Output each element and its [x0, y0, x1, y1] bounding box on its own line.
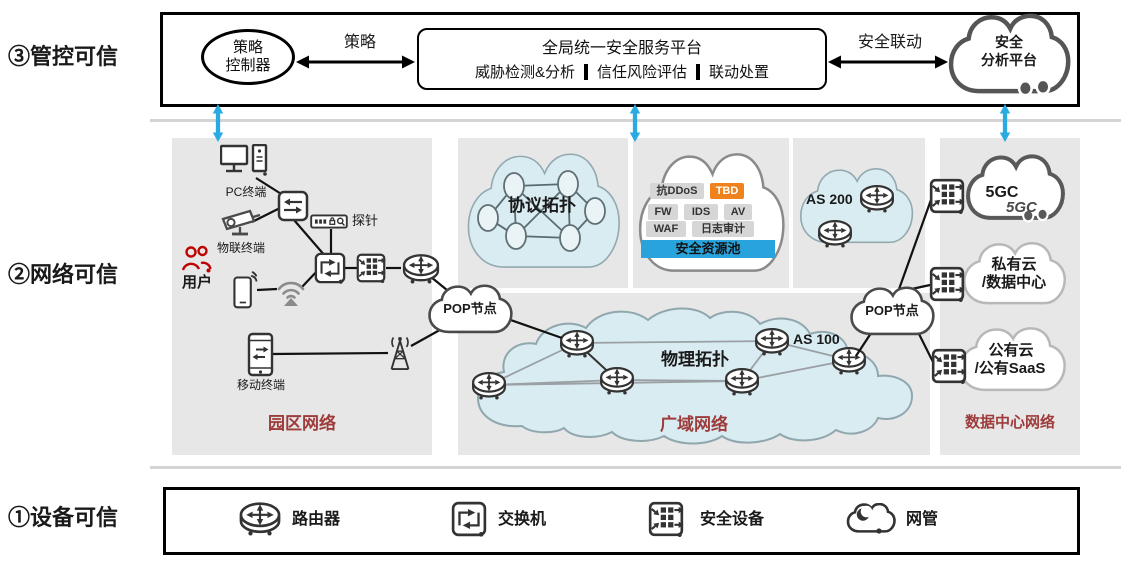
campus-title: 园区网络	[268, 414, 336, 433]
public-cloud-line1: 公有云	[988, 342, 1034, 359]
5gc-label: 5GC	[985, 184, 1019, 201]
policy-arrow-label: 策略	[343, 34, 376, 51]
pc-icon	[220, 144, 268, 178]
tag-av: AV	[724, 204, 752, 220]
blue-link-arrow-left	[210, 104, 226, 142]
legend-switch-label: 交换机	[498, 511, 547, 528]
iot-camera-icon	[221, 209, 262, 236]
mobile-phone-icon	[247, 332, 274, 377]
device-legend-frame	[163, 487, 1080, 555]
users-label: 用户	[181, 274, 212, 291]
iot-label: 物联终端	[216, 241, 265, 255]
wan-title: 广域网络	[660, 415, 728, 434]
pop-right-label: POP节点	[865, 303, 919, 318]
protocol-topology-cloud	[460, 146, 626, 286]
private-cloud-line2: /数据中心	[981, 274, 1047, 291]
legend-router-label: 路由器	[292, 511, 341, 528]
physical-topology-label: 物理拓扑	[661, 350, 729, 369]
tag-waf: WAF	[646, 221, 686, 237]
blue-link-arrow-right	[997, 104, 1013, 142]
platform-fn-response: 联动处置	[709, 64, 770, 81]
campus-switch-icon	[314, 252, 346, 284]
dc-security-device-icon-5gc	[929, 178, 966, 214]
policy-controller: 策略 控制器	[201, 29, 295, 85]
security-service-platform: 全局统一安全服务平台 威胁检测&分析 信任风险评估 联动处置	[417, 28, 827, 90]
legend-nms-icon	[845, 502, 897, 536]
security-pool-bar: 安全资源池	[641, 240, 775, 258]
layer1-label: ①设备可信	[8, 505, 119, 530]
access-switch-icon	[277, 190, 309, 222]
tag-fw: FW	[648, 204, 678, 220]
campus-router-icon	[402, 254, 440, 284]
tag-log-audit: 日志审计	[692, 221, 754, 237]
analysis-platform-line1: 安全	[995, 34, 1023, 50]
as100-label: AS 100	[793, 331, 840, 347]
legend-switch-icon	[451, 501, 487, 537]
security-linkage-label: 安全联动	[857, 34, 922, 51]
pc-label: PC终端	[225, 185, 267, 199]
legend-security-device-label: 安全设备	[700, 511, 765, 528]
cell-tower-icon	[390, 336, 410, 371]
dc-security-device-icon-private	[929, 266, 966, 302]
legend-router-icon	[239, 502, 281, 536]
wifi-ap-icon	[277, 281, 305, 307]
layer3-label: ③管控可信	[8, 44, 119, 69]
blue-link-arrow-middle	[627, 104, 643, 142]
datacenter-title: 数据中心网络	[964, 414, 1055, 431]
private-cloud-line1: 私有云	[991, 256, 1037, 273]
policy-controller-line1: 策略	[232, 39, 263, 56]
pop-left-label: POP节点	[443, 301, 497, 316]
platform-fn-threat: 威胁检测&分析	[474, 64, 575, 81]
tag-tbd: TBD	[710, 183, 744, 199]
probe-icon	[310, 214, 348, 229]
platform-fn-trust: 信任风险评估	[596, 64, 687, 81]
wan-cloud	[471, 307, 914, 445]
legend-nms-label: 网管	[906, 511, 939, 528]
tag-antiddos: 抗DDoS	[650, 183, 704, 199]
layer2-label: ②网络可信	[8, 262, 119, 287]
campus-security-device-icon	[356, 253, 387, 283]
mobile-label: 移动终端	[236, 378, 285, 392]
divider-bar	[583, 64, 588, 80]
platform-functions: 威胁检测&分析 信任风险评估 联动处置	[419, 61, 825, 82]
platform-title: 全局统一安全服务平台	[541, 40, 702, 57]
probe-label: 探针	[352, 213, 379, 228]
public-cloud-line2: /公有SaaS	[974, 360, 1046, 377]
divider-bar	[696, 64, 700, 80]
as200-label: AS 200	[806, 191, 853, 207]
policy-controller-line2: 控制器	[225, 57, 271, 74]
legend-security-device-icon	[648, 501, 685, 537]
separator-bottom	[150, 466, 1121, 469]
analysis-platform-line2: 分析平台	[981, 52, 1037, 68]
protocol-topology-label: 协议拓扑	[508, 196, 576, 215]
tag-ids: IDS	[684, 204, 718, 220]
wifi-phone-icon	[233, 271, 258, 309]
5gc-watermark: 5GC	[1006, 199, 1037, 216]
